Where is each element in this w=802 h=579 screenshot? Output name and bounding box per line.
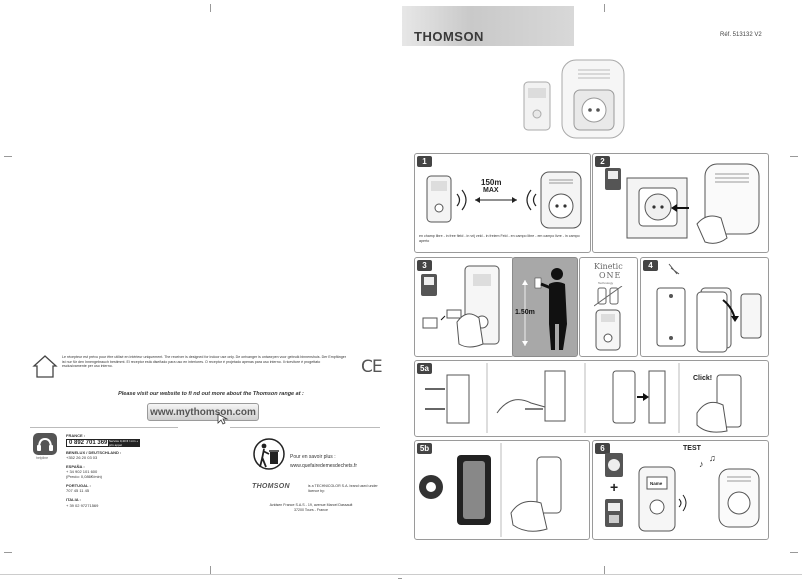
mounting-height-panel: 1.50m — [512, 257, 578, 357]
step-badge: 2 — [595, 156, 610, 167]
plug-in-illustration — [605, 163, 760, 244]
visit-website-text: Please visit our website to fi nd out mo… — [118, 391, 304, 397]
portugal-phone: 707 45 11 45 — [66, 488, 90, 493]
test-label: TEST — [683, 445, 701, 452]
benelux-phone: +352 26 20 03 03 — [66, 455, 98, 460]
step-2-panel: 2 — [592, 153, 769, 253]
battery-illustration — [421, 265, 500, 348]
kinetic-tag: Technology — [598, 281, 614, 285]
svg-text:♪: ♪ — [699, 459, 704, 469]
crop-mark — [210, 4, 211, 12]
plus-sign: + — [610, 479, 619, 495]
website-url-button[interactable]: www.mythomson.com — [147, 403, 259, 421]
test-illustration: ♪ ♫ — [605, 453, 760, 532]
reference-number: Réf. 513132 V2 — [720, 32, 762, 38]
brand-bar — [402, 6, 574, 46]
step-1-panel: 1 150m MAX en champ libre - in free fiel… — [414, 153, 591, 253]
espana-label: ESPAÑA : — [66, 464, 85, 469]
recycle-title: Pour en savoir plus : — [290, 454, 336, 460]
ce-mark: CE — [361, 357, 383, 377]
step-3-panel: 3 — [414, 257, 514, 357]
kinetic-subtitle: ONE — [599, 271, 622, 280]
step-badge: 6 — [595, 443, 610, 454]
brand-logo: THOMSON — [414, 29, 484, 44]
separator — [30, 427, 178, 428]
crop-mark — [604, 566, 605, 574]
recycle-url[interactable]: www.quefairedemesdechets.fr — [290, 463, 357, 469]
espana-price: (Precio: 0,086€/min) — [66, 474, 103, 479]
step-badge: 3 — [417, 260, 432, 271]
step-6-panel: 6 TEST ♪ ♫ + Name — [592, 440, 769, 540]
svg-text:♫: ♫ — [709, 453, 716, 463]
range-illustration — [426, 171, 582, 229]
license-address-2: 37200 Tours - France — [293, 508, 329, 512]
step-badge: 1 — [417, 156, 432, 167]
house-icon — [32, 355, 58, 378]
helpline-label: helpline — [36, 456, 49, 460]
open-case-illustration — [656, 263, 762, 353]
step-5a-panel: 5a Click! — [414, 360, 769, 437]
license-address-1: Avidsen France S.A.S - 19, avenue Marcel… — [269, 503, 353, 507]
step-4-panel: 4 — [640, 257, 769, 357]
click-label: Click! — [693, 375, 713, 382]
italia-phone: + 39 02 97271569 — [66, 503, 99, 508]
crop-mark — [790, 156, 798, 157]
wall-mount-illustration — [425, 363, 742, 433]
step-badge: 4 — [643, 260, 658, 271]
crop-mark — [210, 566, 211, 574]
cursor-icon — [217, 413, 229, 425]
license-text: is a TECHNICOLOR S.A. brand used under l… — [308, 484, 378, 493]
crop-mark — [4, 552, 12, 553]
helpline-icon — [33, 433, 57, 455]
product-image — [523, 59, 625, 139]
step-badge: 5a — [417, 363, 432, 374]
no-battery-icon — [594, 286, 623, 351]
crop-mark — [4, 156, 12, 157]
benelux-label: BENELUX / DEUTSCHLAND : — [66, 450, 122, 455]
mounting-height: 1.50m — [515, 309, 535, 316]
range-caption: en champ libre - in free field - in vrij… — [419, 234, 580, 243]
separator — [230, 427, 380, 428]
name-label: Name — [650, 481, 663, 486]
espana-phone: + 34 902 101 600 — [66, 469, 98, 474]
indoor-notice: Le récepteur est prévu pour être utilisé… — [62, 355, 346, 368]
france-label: FRANCE : — [66, 433, 86, 438]
crop-mark — [604, 4, 605, 12]
step-5b-panel: 5b — [414, 440, 590, 540]
italia-label: ITALIA : — [66, 497, 81, 502]
recycle-icon — [253, 438, 285, 470]
kinetic-panel: Kinetic ONE Technology — [579, 257, 638, 357]
crop-mark — [790, 552, 798, 553]
step-badge: 5b — [417, 443, 432, 454]
range-distance: 150m — [481, 178, 502, 187]
range-max: MAX — [483, 187, 499, 194]
adhesive-mount-illustration — [419, 443, 562, 537]
france-tariff: Service 0,40 € / min + prix appel — [108, 439, 140, 447]
bottom-rule — [0, 574, 802, 575]
france-phone: 0 892 701 369 — [66, 439, 111, 447]
license-brand: THOMSON — [252, 483, 290, 490]
portugal-label: PORTUGAL : — [66, 483, 91, 488]
person-silhouette — [522, 268, 567, 350]
kinetic-title: Kinetic — [594, 262, 623, 271]
